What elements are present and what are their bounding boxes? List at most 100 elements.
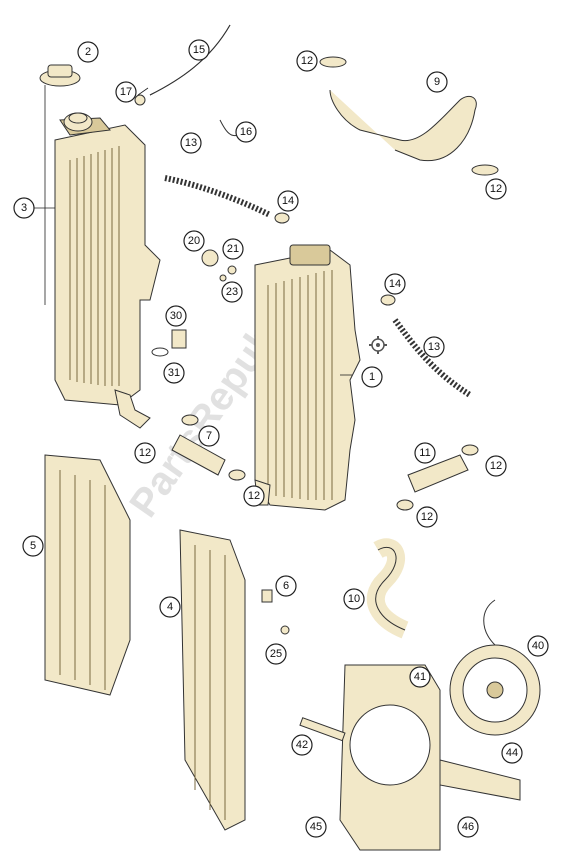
- callout-41: 41: [409, 666, 431, 688]
- callout-label: 44: [506, 747, 518, 759]
- callout-circle: [163, 362, 185, 384]
- callout-label: 23: [226, 286, 238, 298]
- callout-11: 11: [414, 442, 436, 464]
- callout-circle: [198, 425, 220, 447]
- callout-circle: [159, 596, 181, 618]
- callout-5: 5: [22, 535, 44, 557]
- callout-12: 12: [416, 506, 438, 528]
- leader-lines: [34, 85, 352, 376]
- radiator-guard-5: [44, 454, 131, 696]
- callout-12: 12: [243, 485, 265, 507]
- callout-12: 12: [134, 442, 156, 464]
- callout-label: 12: [490, 183, 502, 195]
- callout-circle: [527, 635, 549, 657]
- clamp-12-b: [228, 469, 246, 481]
- callout-label: 21: [227, 243, 239, 255]
- callout-label: 20: [188, 235, 200, 247]
- callout-label: 1: [369, 371, 375, 383]
- callout-circle: [485, 178, 507, 200]
- callout-label: 40: [532, 640, 544, 652]
- callout-circle: [77, 41, 99, 63]
- plate-44: [439, 759, 521, 801]
- callout-label: 31: [168, 367, 180, 379]
- callout-circle: [13, 197, 35, 219]
- clip-16: [219, 119, 239, 137]
- callout-label: 30: [170, 310, 182, 322]
- fan-bracket-41: [339, 664, 441, 851]
- callout-circle: [426, 71, 448, 93]
- oring-31: [151, 347, 169, 357]
- clip-6: [261, 589, 273, 603]
- grommet-20: [201, 249, 219, 267]
- callout-31: 31: [163, 362, 185, 384]
- callout-circle: [416, 506, 438, 528]
- callout-circle: [115, 81, 137, 103]
- right-radiator: [254, 244, 361, 511]
- callout-circle: [134, 442, 156, 464]
- callout-label: 16: [240, 126, 252, 138]
- callout-label: 12: [139, 447, 151, 459]
- left-radiator: [54, 112, 161, 429]
- callout-circle: [188, 39, 210, 61]
- callout-12: 12: [296, 50, 318, 72]
- radiator-cap: [39, 64, 81, 87]
- clamp-14-a: [274, 212, 290, 224]
- clamp-12-a: [181, 414, 199, 426]
- callout-12: 12: [485, 178, 507, 200]
- callout-label: 11: [419, 447, 430, 459]
- callout-circle: [235, 121, 257, 143]
- clamp-17: [134, 94, 146, 106]
- callout-circle: [221, 281, 243, 303]
- callout-label: 12: [490, 460, 502, 472]
- hose-7: [171, 434, 226, 476]
- hose-assembly-9: [319, 56, 499, 176]
- hose-13-right: [392, 318, 472, 398]
- callout-label: 17: [120, 86, 132, 98]
- callout-16: 16: [235, 121, 257, 143]
- callout-circle: [277, 190, 299, 212]
- callout-label: 45: [310, 821, 322, 833]
- callout-45: 45: [305, 816, 327, 838]
- callout-label: 12: [301, 55, 313, 67]
- hose-11: [407, 454, 469, 493]
- clamp-12-d: [396, 499, 414, 511]
- callout-6: 6: [275, 575, 297, 597]
- clamp-12-c: [461, 444, 479, 456]
- callout-30: 30: [165, 305, 187, 327]
- callout-40: 40: [527, 635, 549, 657]
- radiator-guard-4: [179, 529, 246, 831]
- callout-46: 46: [457, 816, 479, 838]
- callout-label: 12: [248, 490, 260, 502]
- callout-4: 4: [159, 596, 181, 618]
- callout-13: 13: [423, 336, 445, 358]
- callout-circle: [361, 366, 383, 388]
- callout-label: 25: [270, 648, 282, 660]
- callout-3: 3: [13, 197, 35, 219]
- hose-15: [149, 24, 231, 96]
- callout-label: 13: [185, 137, 197, 149]
- callout-label: 6: [283, 580, 289, 592]
- callout-label: 5: [30, 540, 36, 552]
- callout-label: 42: [296, 739, 308, 751]
- washer-21: [227, 265, 237, 275]
- callout-14: 14: [384, 273, 406, 295]
- callout-circle: [423, 336, 445, 358]
- callout-label: 7: [206, 430, 212, 442]
- callout-9: 9: [426, 71, 448, 93]
- callout-label: 46: [462, 821, 474, 833]
- strip-42: [299, 717, 346, 742]
- callout-10: 10: [343, 588, 365, 610]
- callout-circle: [22, 535, 44, 557]
- callout-circle: [180, 132, 202, 154]
- callout-label: 9: [434, 76, 440, 88]
- callout-circle: [305, 816, 327, 838]
- callout-20: 20: [183, 230, 205, 252]
- callout-circle: [296, 50, 318, 72]
- callout-12: 12: [485, 455, 507, 477]
- callout-circle: [291, 734, 313, 756]
- callout-1: 1: [361, 366, 383, 388]
- callout-circle: [485, 455, 507, 477]
- callout-circle: [265, 643, 287, 665]
- callout-label: 41: [414, 671, 426, 683]
